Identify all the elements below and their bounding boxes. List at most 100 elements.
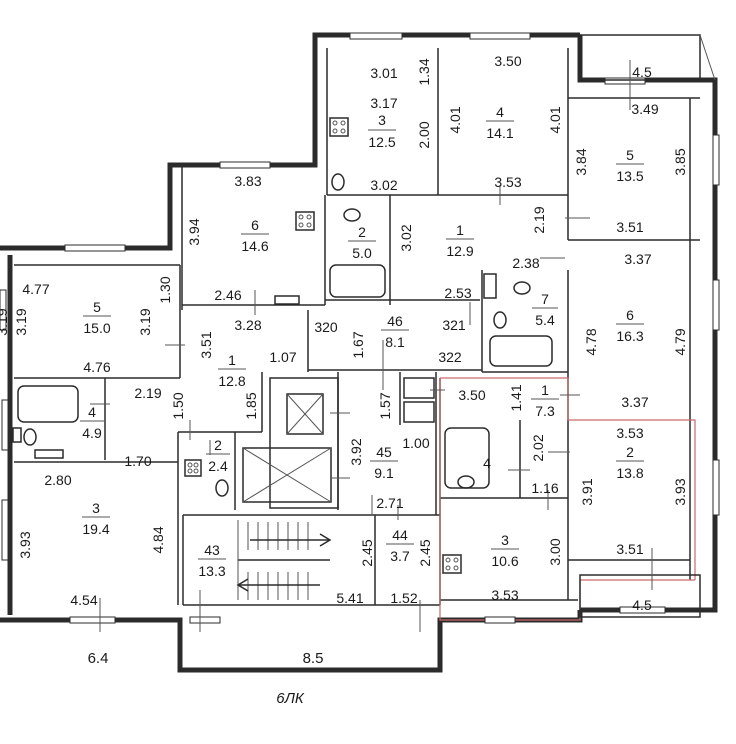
dimension-label: 2.45 bbox=[359, 539, 375, 566]
dimension-label: 8.5 bbox=[303, 650, 324, 667]
dimension-label: 1.34 bbox=[416, 58, 432, 85]
dimension-label: 3.17 bbox=[370, 95, 397, 111]
dimension-label: 321 bbox=[442, 317, 466, 333]
room-number: 2 bbox=[358, 224, 366, 240]
dimension-label: 2.02 bbox=[530, 434, 546, 461]
room-number: 43 bbox=[204, 542, 220, 558]
room-area: 15.0 bbox=[83, 320, 110, 336]
dimension-label: 3.37 bbox=[621, 394, 648, 410]
dimension-label: 4.01 bbox=[547, 106, 563, 133]
room-area: 14.1 bbox=[486, 125, 513, 141]
room-number: 1 bbox=[228, 352, 236, 368]
dimension-label: 3.83 bbox=[234, 173, 261, 189]
dimension-label: 3.02 bbox=[370, 177, 397, 193]
room-number: 5 bbox=[626, 147, 634, 163]
dimension-label: 1.50 bbox=[170, 392, 186, 419]
dimension-label: 3.91 bbox=[579, 478, 595, 505]
room-area: 16.3 bbox=[616, 328, 643, 344]
room-number: 3 bbox=[378, 112, 386, 128]
dimension-label: 2.00 bbox=[416, 121, 432, 148]
dimension-label: 2.46 bbox=[214, 287, 241, 303]
elevator-shafts bbox=[242, 393, 332, 503]
dimension-label: 4.5 bbox=[632, 597, 652, 613]
dimension-label: 3.00 bbox=[547, 538, 563, 565]
room-area: 5.4 bbox=[535, 312, 555, 328]
room-area: 13.8 bbox=[616, 465, 643, 481]
dimension-label: 2.53 bbox=[444, 285, 471, 301]
dimension-label: 2.19 bbox=[134, 385, 161, 401]
dimension-label: 1.52 bbox=[390, 590, 417, 606]
room-area: 12.5 bbox=[368, 134, 395, 150]
dimension-label: 1.30 bbox=[157, 276, 173, 303]
room-area: 12.9 bbox=[446, 243, 473, 259]
dimension-label: 1.67 bbox=[350, 331, 366, 358]
dimension-label: 3.53 bbox=[494, 174, 521, 190]
dimension-label: 3.53 bbox=[616, 425, 643, 441]
room-number: 1 bbox=[541, 382, 549, 398]
room-area: 14.6 bbox=[241, 238, 268, 254]
dimension-label: 1.41 bbox=[508, 384, 524, 411]
dimension-label: 320 bbox=[314, 319, 338, 335]
room-number: 6 bbox=[251, 217, 259, 233]
dimension-lines bbox=[90, 60, 653, 632]
room-number: 6 bbox=[626, 307, 634, 323]
room-number: 44 bbox=[392, 527, 408, 543]
room-number: 45 bbox=[376, 444, 392, 460]
dimension-label: 3.01 bbox=[370, 65, 397, 81]
room-area: 13.3 bbox=[198, 563, 225, 579]
dimension-label: 1.70 bbox=[124, 453, 151, 469]
dimension-label: 3.93 bbox=[672, 478, 688, 505]
dimension-label: 3.19 bbox=[0, 308, 10, 335]
dimension-label: 1.16 bbox=[531, 480, 558, 496]
room-area: 13.5 bbox=[616, 168, 643, 184]
dimension-label: 1.00 bbox=[402, 435, 429, 451]
dimension-label: 4.84 bbox=[150, 526, 166, 553]
toilets bbox=[23, 173, 531, 497]
dimension-label: 3.02 bbox=[398, 224, 414, 251]
dimension-label: 4.79 bbox=[672, 328, 688, 355]
dimension-label: 1.07 bbox=[269, 349, 296, 365]
dimension-label: 3.51 bbox=[616, 219, 643, 235]
room-number: 3 bbox=[92, 500, 100, 516]
room-number: 4 bbox=[496, 104, 504, 120]
room-number: 3 bbox=[501, 532, 509, 548]
room-number: 1 bbox=[456, 222, 464, 238]
dimension-label: 4.01 bbox=[447, 106, 463, 133]
room-number: 2 bbox=[626, 444, 634, 460]
dimension-label: 2.80 bbox=[44, 472, 71, 488]
dimension-label: 2.45 bbox=[417, 539, 433, 566]
room-number: 46 bbox=[387, 313, 403, 329]
dimension-label: 3.84 bbox=[573, 148, 589, 175]
room-area: 3.7 bbox=[390, 548, 410, 564]
room-area: 4.9 bbox=[82, 425, 102, 441]
dimension-label: 3.92 bbox=[348, 438, 364, 465]
dimension-label: 4.78 bbox=[583, 328, 599, 355]
dimension-label: 3.28 bbox=[234, 317, 261, 333]
dimension-label: 4.77 bbox=[22, 281, 49, 297]
dimension-label: 3.50 bbox=[458, 387, 485, 403]
dimension-label: 2.38 bbox=[512, 255, 539, 271]
dimension-label: 1.85 bbox=[243, 392, 259, 419]
dimension-label: 322 bbox=[438, 349, 462, 365]
dimension-label: 4.5 bbox=[632, 64, 652, 80]
dimension-label: 4.76 bbox=[83, 359, 110, 375]
dimension-label: 5.41 bbox=[336, 590, 363, 606]
dimension-label: 3.51 bbox=[198, 331, 214, 358]
dimension-label: 3.94 bbox=[186, 218, 202, 245]
dimension-label: 3.85 bbox=[672, 148, 688, 175]
room-area: 8.1 bbox=[385, 334, 405, 350]
building-label: 6ЛК bbox=[276, 690, 305, 707]
windows bbox=[0, 32, 720, 624]
room-number: 4 bbox=[88, 404, 96, 420]
highlight-outline bbox=[439, 377, 696, 621]
room-area: 10.6 bbox=[491, 553, 518, 569]
dimension-label: 1.57 bbox=[377, 392, 393, 419]
dimension-label: 6.4 bbox=[88, 650, 109, 667]
staircase bbox=[236, 520, 332, 600]
room-area: 9.1 bbox=[374, 465, 394, 481]
room-area: 7.3 bbox=[535, 403, 555, 419]
balconies bbox=[579, 34, 716, 618]
